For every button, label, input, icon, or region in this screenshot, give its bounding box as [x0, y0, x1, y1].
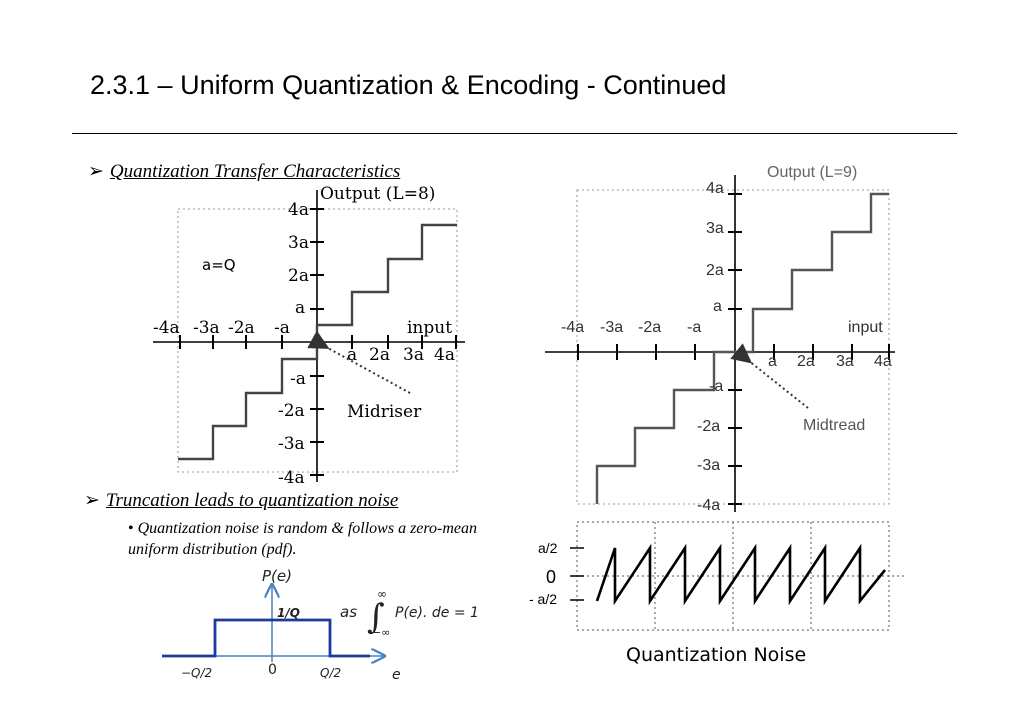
- y-tick-label: -a: [709, 378, 723, 395]
- pdf-x-label: −Q/2: [181, 666, 212, 680]
- midtread-frame: [576, 189, 890, 505]
- quantizer-note: a=Q: [202, 256, 236, 274]
- midriser-chart: Output (L=8) input Midriser 4a 3a 2a a -…: [153, 184, 465, 488]
- integral-upper-limit: ∞: [377, 587, 387, 601]
- sub-bullet-text: Quantization noise is random & follows a…: [128, 520, 478, 558]
- y-tick-label: -3a: [278, 434, 305, 454]
- x-tick-label: a: [768, 353, 777, 370]
- quantization-noise-plot: a/2 0 - a/2 Quantization Noise: [529, 521, 905, 666]
- pdf-axis-label: e: [392, 667, 401, 683]
- x-tick-label: 4a: [434, 345, 455, 365]
- pdf-equation-prefix: as: [340, 603, 357, 621]
- x-tick-label: -a: [687, 319, 701, 336]
- y-tick-label: 2a: [288, 266, 309, 286]
- y-tick-label: 4a: [706, 180, 724, 197]
- y-tick-label: a: [713, 298, 722, 315]
- arrow-bullet-icon: ➢: [88, 161, 104, 182]
- bullet-transfer-characteristics: ➢Quantization Transfer Characteristics: [88, 160, 400, 183]
- midtread-input-label: input: [848, 319, 883, 336]
- noise-bottom-label: - a/2: [529, 591, 557, 607]
- midtread-annotation: Midtread: [803, 417, 865, 434]
- title-divider: [72, 133, 957, 134]
- x-tick-label: -3a: [193, 318, 220, 338]
- y-tick-label: -2a: [697, 418, 720, 435]
- x-tick-label: -2a: [638, 319, 661, 336]
- noise-caption: Quantization Noise: [626, 644, 806, 666]
- x-tick-label: 3a: [836, 353, 854, 370]
- midtread-chart: Output (L=9) input Midtread 4a 3a 2a a -…: [545, 164, 895, 514]
- midriser-output-label: Output (L=8): [320, 184, 435, 204]
- noise-zero-label: 0: [546, 567, 556, 587]
- x-tick-label: 2a: [369, 345, 390, 365]
- pdf-x-label: 0: [268, 662, 277, 678]
- uniform-pdf-plot: P(e) 1/Q as ∫ ∞ −∞ P(e). de = 1 −Q/2 0 Q…: [162, 567, 479, 683]
- integral-sign-icon: ∫: [367, 597, 385, 637]
- x-tick-label: -a: [274, 318, 290, 338]
- y-tick-label: -4a: [697, 497, 720, 514]
- y-tick-label: -2a: [278, 401, 305, 421]
- x-tick-label: -2a: [228, 318, 255, 338]
- midriser-input-label: input: [407, 318, 452, 338]
- x-tick-label: -4a: [153, 318, 180, 338]
- noise-top-label: a/2: [538, 540, 558, 556]
- y-tick-label: 2a: [706, 262, 724, 279]
- dot-bullet-icon: •: [128, 520, 134, 537]
- bullet-truncation: ➢Truncation leads to quantization noise: [84, 489, 398, 512]
- pdf-x-label: Q/2: [320, 666, 341, 680]
- sub-bullet: •Quantization noise is random & follows …: [128, 518, 528, 560]
- pdf-y-label: P(e): [262, 567, 292, 585]
- x-tick-label: 2a: [797, 353, 815, 370]
- midtread-staircase: [595, 192, 889, 504]
- y-tick-label: -a: [290, 369, 306, 389]
- bullet-text: Truncation leads to quantization noise: [105, 490, 399, 511]
- midriser-annotation: Midriser: [347, 402, 422, 422]
- x-tick-label: 4a: [874, 353, 892, 370]
- noise-sawtooth: [595, 543, 887, 606]
- slide-title: 2.3.1 – Uniform Quantization & Encoding …: [90, 70, 727, 100]
- midtread-output-label: Output (L=9): [767, 164, 857, 181]
- pdf-integrand: P(e). de = 1: [395, 605, 479, 621]
- y-tick-label: -3a: [697, 457, 720, 474]
- y-tick-label: 3a: [706, 220, 724, 237]
- bullet-text: Quantization Transfer Characteristics: [109, 161, 401, 182]
- arrow-bullet-icon: ➢: [84, 490, 100, 511]
- midriser-pointer-arrow: [307, 330, 411, 394]
- x-tick-label: 3a: [403, 345, 424, 365]
- x-tick-label: -3a: [600, 319, 623, 336]
- pdf-uniform-curve: [162, 618, 370, 658]
- y-tick-label: a: [295, 298, 305, 318]
- y-tick-label: 3a: [288, 233, 309, 253]
- integral-lower-limit: −∞: [372, 626, 390, 639]
- x-tick-label: a: [347, 345, 357, 365]
- pdf-height-label: 1/Q: [277, 606, 300, 620]
- y-tick-label: 4a: [288, 200, 309, 220]
- x-tick-label: -4a: [561, 319, 584, 336]
- y-tick-label: -4a: [278, 468, 305, 488]
